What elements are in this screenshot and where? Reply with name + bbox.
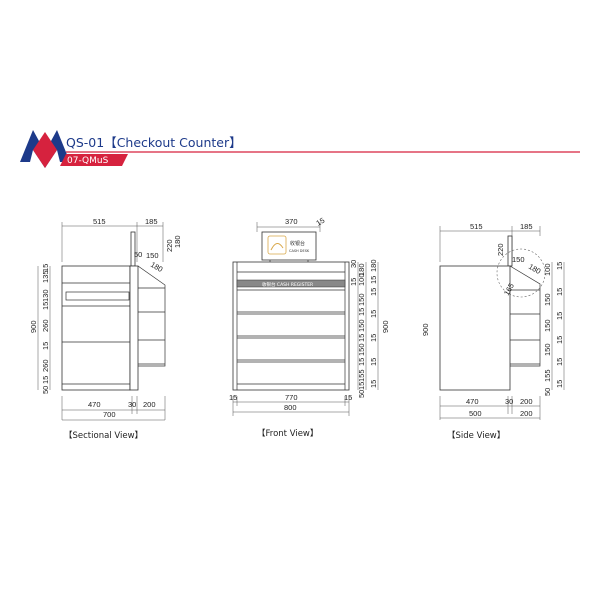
front-dim-r-7: 15 <box>357 334 366 342</box>
side-dim-r-10: 15 <box>555 380 564 388</box>
side-dim-r-8: 15 <box>555 358 564 366</box>
side-dim-r-6: 15 <box>555 336 564 344</box>
sectional-dim-bottom-700: 700 <box>103 410 116 419</box>
side-dim-top-185: 185 <box>520 222 533 231</box>
sectional-dim-top-515: 515 <box>93 217 106 226</box>
front-dim-bottom-800: 800 <box>284 403 297 412</box>
side-dim-r-5: 150 <box>543 319 552 332</box>
brand-logo <box>20 130 70 168</box>
side-dim-bottom-470: 470 <box>466 397 479 406</box>
sectional-dim-bottom-200: 200 <box>143 400 156 409</box>
front-sign-text-cn: 收银台 <box>290 240 305 247</box>
sectional-dim-left-0: 15 <box>41 264 50 272</box>
front-dim-r-3: 100 <box>357 273 366 286</box>
sectional-dim-tr-180b: 180 <box>173 235 182 248</box>
sectional-dim-left-4: 260 <box>41 319 50 332</box>
side-dim-top-515: 515 <box>470 222 483 231</box>
sectional-dim-left-3: 15 <box>41 302 50 310</box>
front-dim-rb-4: 15 <box>369 334 378 342</box>
front-dim-rb-5: 15 <box>369 358 378 366</box>
sectional-dim-tr-150: 150 <box>146 251 159 260</box>
front-dim-bottom-15b: 15 <box>344 393 352 402</box>
front-dim-r-6: 150 <box>357 319 366 332</box>
sectional-caption: 【Sectional View】 <box>64 431 143 441</box>
side-view: 515 185 220 150 180 165 900 100 15 15 15… <box>421 222 565 441</box>
side-dim-tr-150: 150 <box>512 255 525 264</box>
side-dim-r-11: 50 <box>543 388 552 396</box>
sectional-dim-left-1: 135 <box>41 270 50 283</box>
side-dim-bottom-500: 500 <box>469 409 482 418</box>
front-dim-r-8: 150 <box>357 343 366 356</box>
front-view: 370 15 收银台 CASH DESK 170 收银台 CASH REGIST… <box>229 216 390 439</box>
sectional-dim-left-900: 900 <box>29 320 38 333</box>
side-dim-r-2: 15 <box>555 288 564 296</box>
side-dim-r-7: 150 <box>543 343 552 356</box>
side-caption: 【Side View】 <box>447 431 505 441</box>
side-dim-r-4: 15 <box>555 312 564 320</box>
page-title: QS-01【Checkout Counter】 <box>66 135 242 150</box>
front-dim-r-11: 15 <box>357 382 366 390</box>
subtitle-code: 07-QMuS <box>67 156 109 166</box>
front-dim-r-10: 155 <box>357 369 366 382</box>
front-dim-bottom-770: 770 <box>285 393 298 402</box>
front-dim-r-1: 180 <box>357 263 366 276</box>
front-dim-rb-6: 15 <box>369 380 378 388</box>
side-dim-tr-180: 180 <box>527 262 542 276</box>
side-dim-left-900: 900 <box>421 323 430 336</box>
front-dim-bottom-15a: 15 <box>229 393 237 402</box>
front-sign-text-en: CASH DESK <box>289 249 310 253</box>
front-dim-r-9: 15 <box>357 358 366 366</box>
side-dim-bottom-200b: 200 <box>520 409 533 418</box>
front-dim-r-5: 15 <box>357 308 366 316</box>
sectional-dim-tr-50: 50 <box>134 250 142 259</box>
front-dim-top-370: 370 <box>285 217 298 226</box>
front-dim-rb-2: 15 <box>369 288 378 296</box>
front-dim-rb-1: 15 <box>369 276 378 284</box>
front-band-text: 收银台 CASH REGISTER <box>262 281 313 288</box>
front-dim-r-12: 50 <box>357 390 366 398</box>
side-detail-circle <box>496 248 546 298</box>
sectional-dim-bottom-470: 470 <box>88 400 101 409</box>
sectional-dim-top-185: 185 <box>145 217 158 226</box>
side-dim-r-0: 100 <box>543 263 552 276</box>
subtitle-badge <box>60 154 128 166</box>
sectional-dim-left-7: 15 <box>41 376 50 384</box>
front-dim-r-0: 30 <box>349 260 358 268</box>
front-dim-r-2: 15 <box>349 278 358 286</box>
front-dim-right-900: 900 <box>381 320 390 333</box>
front-dim-rb-0: 180 <box>369 259 378 272</box>
front-sign-icon <box>267 235 287 255</box>
side-dim-bottom-200: 200 <box>520 397 533 406</box>
front-dim-r-4: 150 <box>357 293 366 306</box>
sectional-dim-left-6: 260 <box>41 359 50 372</box>
sectional-dim-bottom-30: 30 <box>128 400 136 409</box>
sectional-dim-left-8: 50 <box>41 386 50 394</box>
sectional-view: 515 185 900 15 135 130 15 260 15 260 15 … <box>29 217 182 441</box>
side-dim-tr-220: 220 <box>496 243 505 256</box>
side-dim-r-3: 150 <box>543 293 552 306</box>
side-dim-r-9: 155 <box>543 369 552 382</box>
sectional-dim-left-2: 130 <box>41 289 50 302</box>
front-dim-rb-3: 15 <box>369 310 378 318</box>
front-dim-top-15: 15 <box>315 216 327 228</box>
front-band <box>236 279 346 288</box>
sectional-dim-tr-220: 220 <box>165 239 174 252</box>
sectional-dim-tr-180: 180 <box>149 260 164 274</box>
sectional-dim-left-5: 15 <box>41 342 50 350</box>
side-dim-bottom-30: 30 <box>505 397 513 406</box>
side-dim-r-1: 15 <box>555 262 564 270</box>
front-caption: 【Front View】 <box>257 429 318 439</box>
